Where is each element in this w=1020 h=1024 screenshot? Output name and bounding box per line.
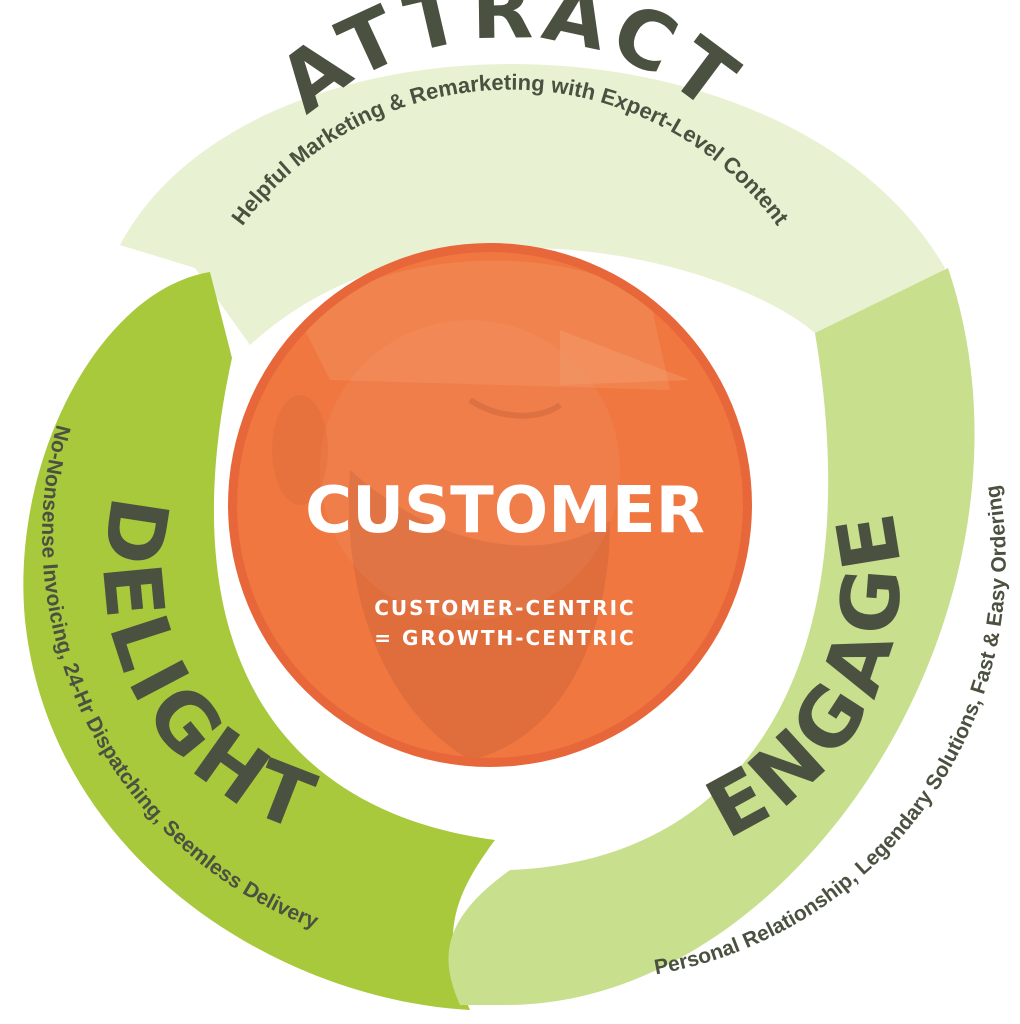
engage-segment (448, 268, 975, 1006)
attract-segment (120, 64, 945, 348)
delight-segment (23, 272, 495, 1010)
center-title: CUSTOMER (305, 474, 705, 548)
center-subtitle-line1: CUSTOMER-CENTRIC (374, 596, 635, 620)
center-subtitle-line2: = GROWTH-CENTRIC (374, 626, 636, 650)
customer-photo (237, 252, 743, 758)
